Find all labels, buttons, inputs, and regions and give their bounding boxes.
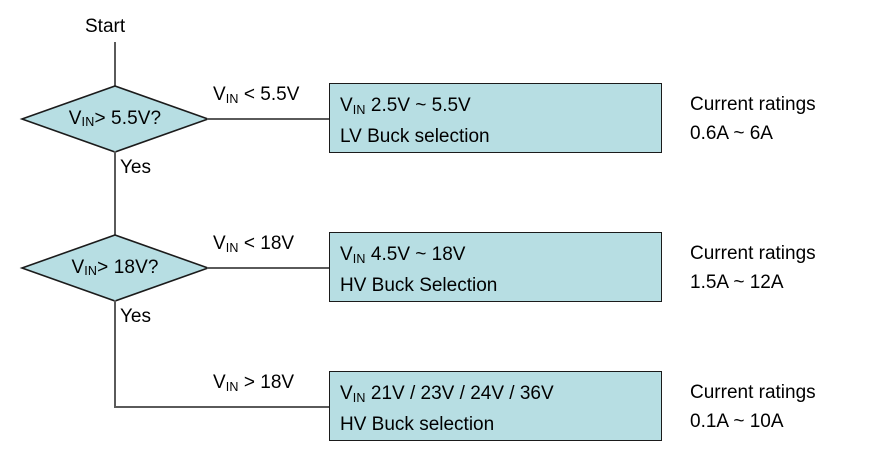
- yes-label-decision1: Yes: [120, 157, 151, 178]
- branch3-vin-prefix: V: [213, 372, 226, 393]
- result3-line1: VIN 21V / 23V / 24V / 36V: [340, 379, 661, 410]
- connector-decision2-to-final: [114, 300, 116, 408]
- decision2-vin-subscript: IN: [84, 264, 98, 279]
- rating-block-lv-buck: Current ratings 0.6A ~ 6A: [690, 90, 816, 148]
- result1-line2: LV Buck selection: [340, 126, 490, 147]
- rating-block-hv-buck-fixed: Current ratings 0.1A ~ 10A: [690, 378, 816, 436]
- branch3-rest: > 18V: [238, 372, 295, 393]
- branch-label-vin-lt-18: VIN < 18V: [213, 233, 294, 255]
- decision1-vin-subscript: IN: [81, 115, 95, 130]
- result1-vin-subscript: IN: [352, 103, 366, 118]
- decision2-condition: > 18V?: [97, 257, 159, 278]
- rating3-title: Current ratings: [690, 382, 816, 403]
- rating1-title: Current ratings: [690, 94, 816, 115]
- result2-line1: VIN 4.5V ~ 18V: [340, 240, 661, 271]
- result1-range: 2.5V ~ 5.5V: [365, 95, 471, 116]
- rating-block-hv-buck-18: Current ratings 1.5A ~ 12A: [690, 239, 816, 297]
- branch1-rest: < 5.5V: [238, 84, 300, 105]
- connector-decision2-to-result2: [207, 267, 330, 269]
- branch2-rest: < 18V: [238, 233, 295, 254]
- branch2-vin-subscript: IN: [225, 241, 239, 256]
- result-box-hv-buck-fixed[interactable]: VIN 21V / 23V / 24V / 36V HV Buck select…: [329, 371, 662, 441]
- branch1-vin-prefix: V: [213, 84, 226, 105]
- decision1-condition: > 5.5V?: [94, 108, 162, 129]
- result3-vin-prefix: V: [340, 383, 353, 404]
- result1-line1: VIN 2.5V ~ 5.5V: [340, 91, 661, 122]
- result3-vin-subscript: IN: [352, 391, 366, 406]
- result-box-hv-buck-18[interactable]: VIN 4.5V ~ 18V HV Buck Selection: [329, 232, 662, 302]
- rating2-title: Current ratings: [690, 243, 816, 264]
- branch2-vin-prefix: V: [213, 233, 226, 254]
- connector-decision1-to-result1: [207, 118, 330, 120]
- rating1-value: 0.6A ~ 6A: [690, 123, 773, 144]
- rating3-value: 0.1A ~ 10A: [690, 411, 784, 432]
- decision1-vin-prefix: V: [68, 108, 82, 129]
- branch1-vin-subscript: IN: [225, 92, 239, 107]
- result1-vin-prefix: V: [340, 95, 353, 116]
- result3-line2: HV Buck selection: [340, 414, 495, 435]
- yes-label-decision2: Yes: [120, 306, 151, 327]
- connector-start-to-decision1: [114, 42, 116, 88]
- result2-range: 4.5V ~ 18V: [365, 244, 466, 265]
- rating2-value: 1.5A ~ 12A: [690, 272, 784, 293]
- branch-label-vin-gt-18: VIN > 18V: [213, 372, 294, 394]
- connector-decision1-to-decision2: [114, 151, 116, 237]
- result-box-lv-buck[interactable]: VIN 2.5V ~ 5.5V LV Buck selection: [329, 83, 662, 153]
- branch-label-vin-lt-5p5: VIN < 5.5V: [213, 84, 299, 106]
- result2-vin-prefix: V: [340, 244, 353, 265]
- decision2-vin-prefix: V: [71, 257, 85, 278]
- connector-final-to-result3: [114, 406, 330, 408]
- result2-line2: HV Buck Selection: [340, 275, 498, 296]
- result3-range: 21V / 23V / 24V / 36V: [365, 383, 554, 404]
- branch3-vin-subscript: IN: [225, 380, 239, 395]
- result2-vin-subscript: IN: [352, 252, 366, 267]
- start-label: Start: [85, 16, 126, 37]
